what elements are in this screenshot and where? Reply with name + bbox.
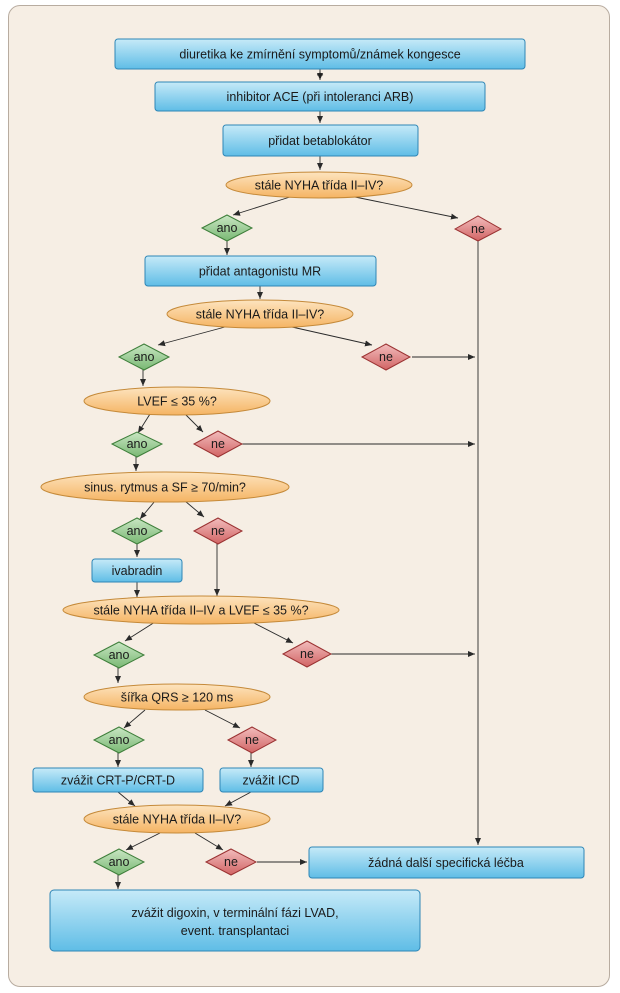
box-crt: zvážit CRT-P/CRT-D [32, 767, 204, 793]
oval-nyha1: stále NYHA třída II–IV? [225, 171, 413, 199]
oval-qrs-label: šířka QRS ≥ 120 ms [121, 691, 233, 705]
diamond-ne2-label: ne [379, 350, 393, 364]
diamond-ano6: ano [92, 726, 146, 754]
oval-nyha3-label: stále NYHA třída II–IV? [113, 813, 242, 827]
oval-nyha-lvef: stále NYHA třída II–IV a LVEF ≤ 35 %? [62, 595, 340, 625]
edge-icd-nyha3 [224, 791, 252, 807]
edge-lvef-ano3 [137, 413, 151, 434]
box-ace-inhibitor: inhibitor ACE (při intoleranci ARB) [154, 81, 486, 112]
box-ace-label: inhibitor ACE (při intoleranci ARB) [227, 90, 414, 104]
oval-lvef-label: LVEF ≤ 35 %? [137, 395, 217, 409]
diamond-ano7: ano [92, 848, 146, 876]
diamond-ne5-label: ne [300, 647, 314, 661]
box-zadna-dalsi-lecba: žádná další specifická léčba [308, 846, 585, 879]
diamond-ano3: ano [110, 431, 164, 458]
box-antagonista-label: přidat antagonistu MR [199, 265, 321, 279]
oval-nyha1-label: stále NYHA třída II–IV? [255, 179, 384, 193]
plus-sign: + [316, 68, 323, 82]
box-antagonista-mr: přidat antagonistu MR [144, 255, 377, 287]
diamond-ano1: ano [200, 214, 254, 242]
box-crt-label: zvážit CRT-P/CRT-D [61, 774, 175, 788]
edge-qrs-ne6 [204, 709, 241, 729]
box-betablokator-label: přidat betablokátor [268, 134, 372, 148]
oval-qrs: šířka QRS ≥ 120 ms [83, 683, 271, 711]
oval-nyha-lvef-label: stále NYHA třída II–IV a LVEF ≤ 35 %? [93, 604, 308, 618]
box-digoxin: zvážit digoxin, v terminální fázi LVAD, … [49, 889, 421, 952]
box-icd: zvážit ICD [219, 767, 324, 793]
diamond-ne3-label: ne [211, 437, 225, 451]
box-zadna-label: žádná další specifická léčba [368, 856, 524, 870]
oval-lvef: LVEF ≤ 35 %? [83, 386, 271, 416]
edge-nyha3-ano7 [125, 832, 161, 851]
box-digoxin-label-line2: event. transplantaci [181, 924, 289, 938]
diamond-ano5-label: ano [109, 648, 130, 662]
diamond-ano2-label: ano [134, 350, 155, 364]
diamond-ne7: ne [204, 848, 258, 876]
diamond-ne5: ne [281, 640, 333, 668]
box-betablokator: přidat betablokátor [222, 124, 419, 157]
diamond-ne6-label: ne [245, 733, 259, 747]
diamond-ne7-label: ne [224, 855, 238, 869]
diamond-ano2: ano [117, 343, 171, 371]
edge-nyha2-ne2 [291, 326, 373, 347]
box-ivabradin-label: ivabradin [112, 564, 163, 578]
diamond-ano4: ano [110, 517, 164, 545]
diamond-ne6: ne [226, 726, 278, 754]
box-ivabradin: ivabradin [91, 558, 183, 583]
box-diuretika-label: diuretika ke zmírnění symptomů/známek ko… [179, 48, 460, 62]
box-icd-label: zvážit ICD [243, 774, 300, 788]
edge-sinus-ano4 [139, 500, 156, 520]
edge-nyha-lvef-ano5 [124, 621, 156, 642]
diamond-ne4: ne [192, 517, 244, 545]
box-diuretika: diuretika ke zmírnění symptomů/známek ko… [114, 38, 526, 70]
diamond-ano4-label: ano [127, 524, 148, 538]
diamond-ne1-label: ne [471, 222, 485, 236]
edge-sinus-ne4 [184, 500, 205, 518]
oval-sinus: sinus. rytmus a SF ≥ 70/min? [40, 471, 290, 503]
diamond-ano7-label: ano [109, 855, 130, 869]
oval-nyha2-label: stále NYHA třída II–IV? [196, 308, 325, 322]
diamond-ano5: ano [92, 641, 146, 669]
edge-crt-nyha3 [117, 791, 136, 807]
diamond-ne1: ne [453, 215, 503, 242]
edge-nyha2-ano2 [157, 326, 226, 347]
diamond-ne2: ne [360, 343, 412, 371]
edge-nyha1-ne1 [354, 196, 459, 220]
diamond-ne3: ne [192, 430, 244, 458]
oval-nyha3: stále NYHA třída II–IV? [83, 804, 271, 834]
diamond-ano6-label: ano [109, 733, 130, 747]
edge-nyha-lvef-ne5 [251, 621, 294, 644]
oval-sinus-label: sinus. rytmus a SF ≥ 70/min? [84, 481, 246, 495]
edge-nyha1-ano1 [232, 196, 291, 216]
diamond-ne4-label: ne [211, 524, 225, 538]
diamond-ano3-label: ano [127, 437, 148, 451]
diamond-ano1-label: ano [217, 221, 238, 235]
box-digoxin-label-line1: zvážit digoxin, v terminální fázi LVAD, [131, 906, 338, 920]
edge-nyha3-ne7 [194, 832, 224, 851]
oval-nyha2: stále NYHA třída II–IV? [166, 299, 354, 329]
edges [115, 68, 481, 889]
edge-qrs-ano6 [123, 709, 146, 729]
edge-lvef-ne3 [184, 413, 204, 433]
